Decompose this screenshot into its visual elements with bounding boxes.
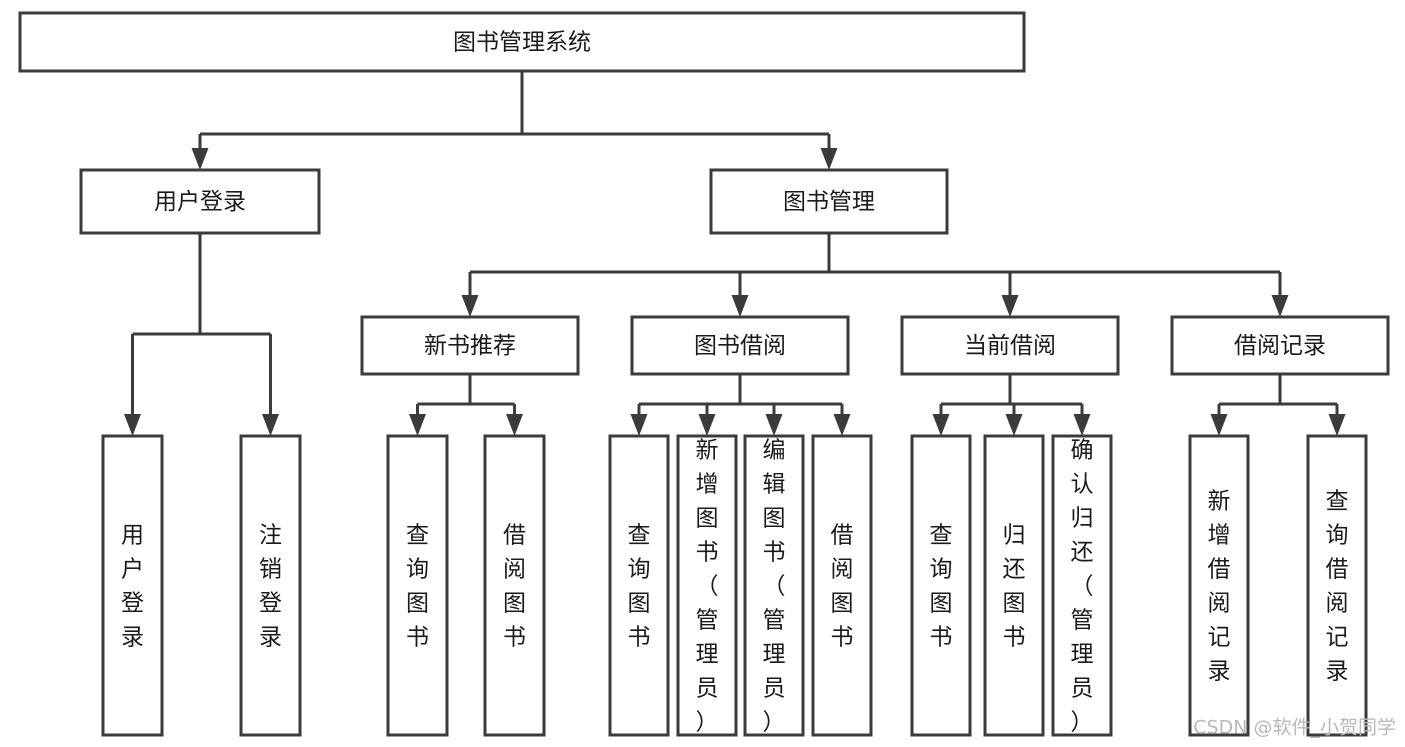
- node-leaf-bb-query[interactable]: 查询图书: [608, 434, 670, 737]
- node-label-leaf-rec-borrow: 借阅图书: [503, 522, 526, 650]
- node-box-leaf-bb-edit[interactable]: [743, 434, 805, 737]
- node-leaf-rec-query[interactable]: 查询图书: [386, 434, 449, 737]
- node-leaf-bb-add[interactable]: 新增图书（管理员）: [676, 434, 738, 737]
- node-leaf-br-add[interactable]: 新增借阅记录: [1188, 434, 1250, 737]
- connector-layer: [124, 71, 1346, 436]
- node-leaf-cb-return[interactable]: 归还图书: [983, 434, 1045, 737]
- node-label-leaf-bb-query: 查询图书: [628, 522, 651, 650]
- node-box-leaf-bb-query[interactable]: [608, 434, 670, 737]
- node-box-leaf-br-add[interactable]: [1188, 434, 1250, 737]
- node-label-new-book-rec: 新书推荐: [424, 333, 516, 359]
- node-leaf-bb-edit[interactable]: 编辑图书（管理员）: [743, 434, 805, 737]
- connector-borrowrecord-to-leaves: [1210, 374, 1346, 436]
- node-leaf-rec-borrow[interactable]: 借阅图书: [483, 434, 546, 737]
- node-leaf-logout[interactable]: 注销登录: [239, 434, 302, 737]
- connector-bookmanage-to-level3: [461, 233, 1289, 317]
- node-box-leaf-bb-add[interactable]: [676, 434, 738, 737]
- node-box-leaf-cb-confirm[interactable]: [1051, 434, 1113, 737]
- node-label-root: 图书管理系统: [453, 30, 591, 56]
- node-leaf-bb-borrow[interactable]: 借阅图书: [811, 434, 873, 737]
- node-label-leaf-cb-query: 查询图书: [930, 522, 953, 650]
- node-box-leaf-logout[interactable]: [239, 434, 302, 737]
- node-book-manage[interactable]: 图书管理: [709, 168, 949, 235]
- node-layer: 图书管理系统用户登录图书管理新书推荐图书借阅当前借阅借阅记录用户登录注销登录查询…: [18, 11, 1390, 737]
- node-label-book-borrow: 图书借阅: [694, 333, 786, 359]
- node-label-leaf-br-query: 查询借阅记录: [1326, 488, 1349, 684]
- node-box-leaf-cb-query[interactable]: [910, 434, 972, 737]
- node-box-leaf-cb-return[interactable]: [983, 434, 1045, 737]
- node-label-borrow-record: 借阅记录: [1234, 333, 1326, 359]
- connector-userlogin-to-leaves: [124, 233, 279, 436]
- node-current-borrow[interactable]: 当前借阅: [900, 315, 1120, 376]
- node-label-user-login: 用户登录: [154, 189, 246, 215]
- connector-currentborrow-to-leaves: [932, 374, 1091, 436]
- node-label-leaf-br-add: 新增借阅记录: [1208, 488, 1231, 684]
- connector-root-to-level2: [191, 71, 838, 170]
- node-box-leaf-rec-borrow[interactable]: [483, 434, 546, 737]
- node-box-borrow-record[interactable]: [1170, 315, 1390, 376]
- node-label-leaf-cb-return: 归还图书: [1003, 522, 1026, 650]
- node-new-book-rec[interactable]: 新书推荐: [360, 315, 580, 376]
- node-label-leaf-user-login: 用户登录: [121, 522, 144, 650]
- node-label-leaf-bb-borrow: 借阅图书: [831, 522, 854, 650]
- node-label-leaf-rec-query: 查询图书: [406, 522, 429, 650]
- node-box-leaf-bb-borrow[interactable]: [811, 434, 873, 737]
- node-leaf-cb-query[interactable]: 查询图书: [910, 434, 972, 737]
- node-box-new-book-rec[interactable]: [360, 315, 580, 376]
- node-box-current-borrow[interactable]: [900, 315, 1120, 376]
- node-leaf-user-login[interactable]: 用户登录: [101, 434, 164, 737]
- node-leaf-br-query[interactable]: 查询借阅记录: [1306, 434, 1368, 737]
- node-box-user-login[interactable]: [79, 168, 321, 235]
- node-label-leaf-logout: 注销登录: [259, 522, 282, 650]
- node-label-current-borrow: 当前借阅: [964, 333, 1056, 359]
- node-book-borrow[interactable]: 图书借阅: [630, 315, 850, 376]
- connector-bookborrow-to-leaves: [630, 374, 851, 436]
- node-box-leaf-user-login[interactable]: [101, 434, 164, 737]
- node-box-book-borrow[interactable]: [630, 315, 850, 376]
- node-leaf-cb-confirm[interactable]: 确认归还（管理员）: [1051, 434, 1113, 737]
- node-label-book-manage: 图书管理: [783, 189, 875, 215]
- node-label-leaf-bb-edit: 编辑图书（管理员）: [763, 437, 786, 735]
- watermark-label: CSDN @软件_小贺同学: [1193, 717, 1396, 739]
- node-box-leaf-br-query[interactable]: [1306, 434, 1368, 737]
- node-box-book-manage[interactable]: [709, 168, 949, 235]
- node-box-leaf-rec-query[interactable]: [386, 434, 449, 737]
- connector-newbook-to-leaves: [409, 374, 523, 436]
- node-user-login[interactable]: 用户登录: [79, 168, 321, 235]
- node-label-leaf-bb-add: 新增图书（管理员）: [696, 437, 719, 735]
- node-borrow-record[interactable]: 借阅记录: [1170, 315, 1390, 376]
- node-box-root[interactable]: [18, 11, 1026, 73]
- node-label-leaf-cb-confirm: 确认归还（管理员）: [1071, 437, 1094, 735]
- node-root[interactable]: 图书管理系统: [18, 11, 1026, 73]
